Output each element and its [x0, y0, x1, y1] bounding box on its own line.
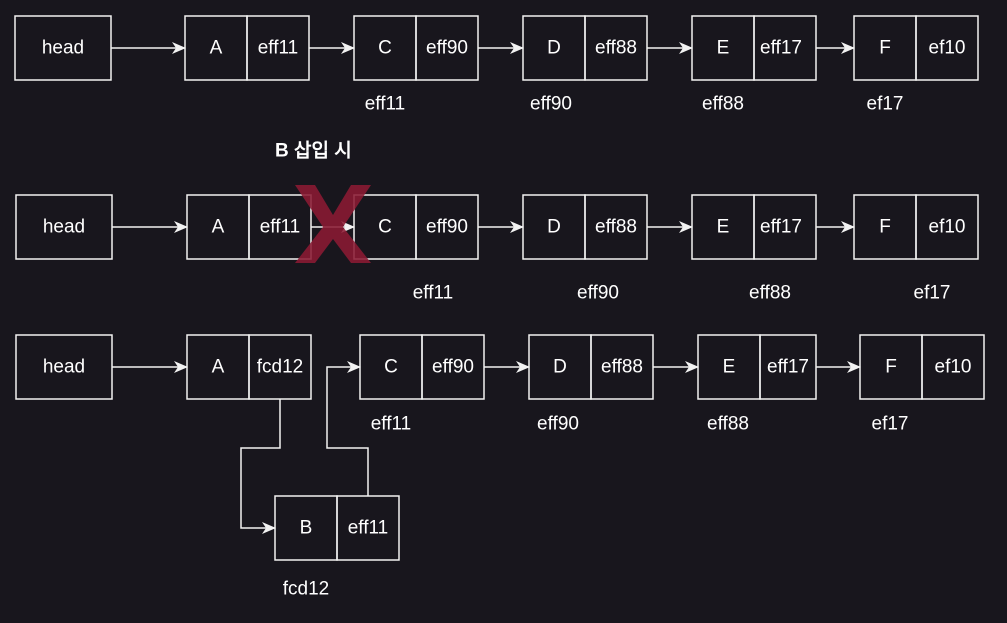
node-next-pointer: eff88	[601, 357, 643, 378]
row-3-after-insert: head A fcd12 B eff11 fcd12 C eff90 eff11…	[15, 334, 985, 600]
node-address: eff11	[413, 283, 454, 304]
head-label: head	[43, 217, 85, 238]
node-address: eff11	[365, 94, 406, 115]
node-next-cell	[915, 194, 979, 260]
node-next-pointer: eff88	[595, 217, 637, 238]
node-value: C	[384, 357, 398, 378]
link-arrow-from-inserted	[326, 361, 369, 496]
inserted-node-next-pointer: eff11	[348, 518, 389, 539]
node-value: A	[210, 38, 223, 59]
node-next-pointer: eff17	[760, 217, 802, 238]
node-value: C	[378, 217, 392, 238]
node-address: eff88	[749, 283, 791, 304]
link-arrow-to-inserted	[240, 399, 281, 534]
node-next-cell	[915, 15, 979, 81]
node-value: D	[547, 217, 561, 238]
node-address: eff88	[702, 94, 744, 115]
node-address: eff90	[537, 414, 579, 435]
node-address: ef17	[867, 94, 904, 115]
inserted-node-value: B	[300, 518, 313, 539]
node-next-pointer: ef10	[929, 217, 966, 238]
node-address: eff11	[371, 414, 412, 435]
node-next-pointer: eff90	[432, 357, 474, 378]
node-next-pointer: ef10	[929, 38, 966, 59]
node-value: D	[553, 357, 567, 378]
head-label: head	[42, 38, 84, 59]
cross-mark-icon	[295, 185, 371, 263]
node-value: E	[723, 357, 736, 378]
section-title: B 삽입 시	[275, 140, 352, 162]
node-value: E	[717, 217, 730, 238]
node-address: eff88	[707, 414, 749, 435]
node-value: F	[879, 217, 891, 238]
node-value: F	[885, 357, 897, 378]
node-value: C	[378, 38, 392, 59]
node-next-pointer: fcd12	[257, 357, 303, 378]
node-value: F	[879, 38, 891, 59]
node-next-pointer: eff17	[767, 357, 809, 378]
node-next-pointer: eff88	[595, 38, 637, 59]
node-address: eff90	[577, 283, 619, 304]
node-next-pointer: eff90	[426, 38, 468, 59]
node-value: D	[547, 38, 561, 59]
node-value: E	[717, 38, 730, 59]
node-next-cell	[921, 334, 985, 400]
node-next-pointer: eff11	[260, 217, 301, 238]
row-1-original-list: head A eff11 C eff90 eff11 D eff88 eff90…	[14, 15, 979, 115]
node-address: eff90	[530, 94, 572, 115]
node-address: ef17	[914, 283, 951, 304]
row-2-unlink-list: head A eff11 C eff90 eff11 D eff88 eff90…	[15, 185, 979, 304]
node-address: ef17	[872, 414, 909, 435]
node-next-pointer: eff11	[258, 38, 299, 59]
node-next-pointer: ef10	[935, 357, 972, 378]
inserted-node-address: fcd12	[283, 579, 329, 600]
node-next-pointer: eff90	[426, 217, 468, 238]
head-label: head	[43, 357, 85, 378]
node-value: A	[212, 217, 225, 238]
node-value: A	[212, 357, 225, 378]
node-next-pointer: eff17	[760, 38, 802, 59]
